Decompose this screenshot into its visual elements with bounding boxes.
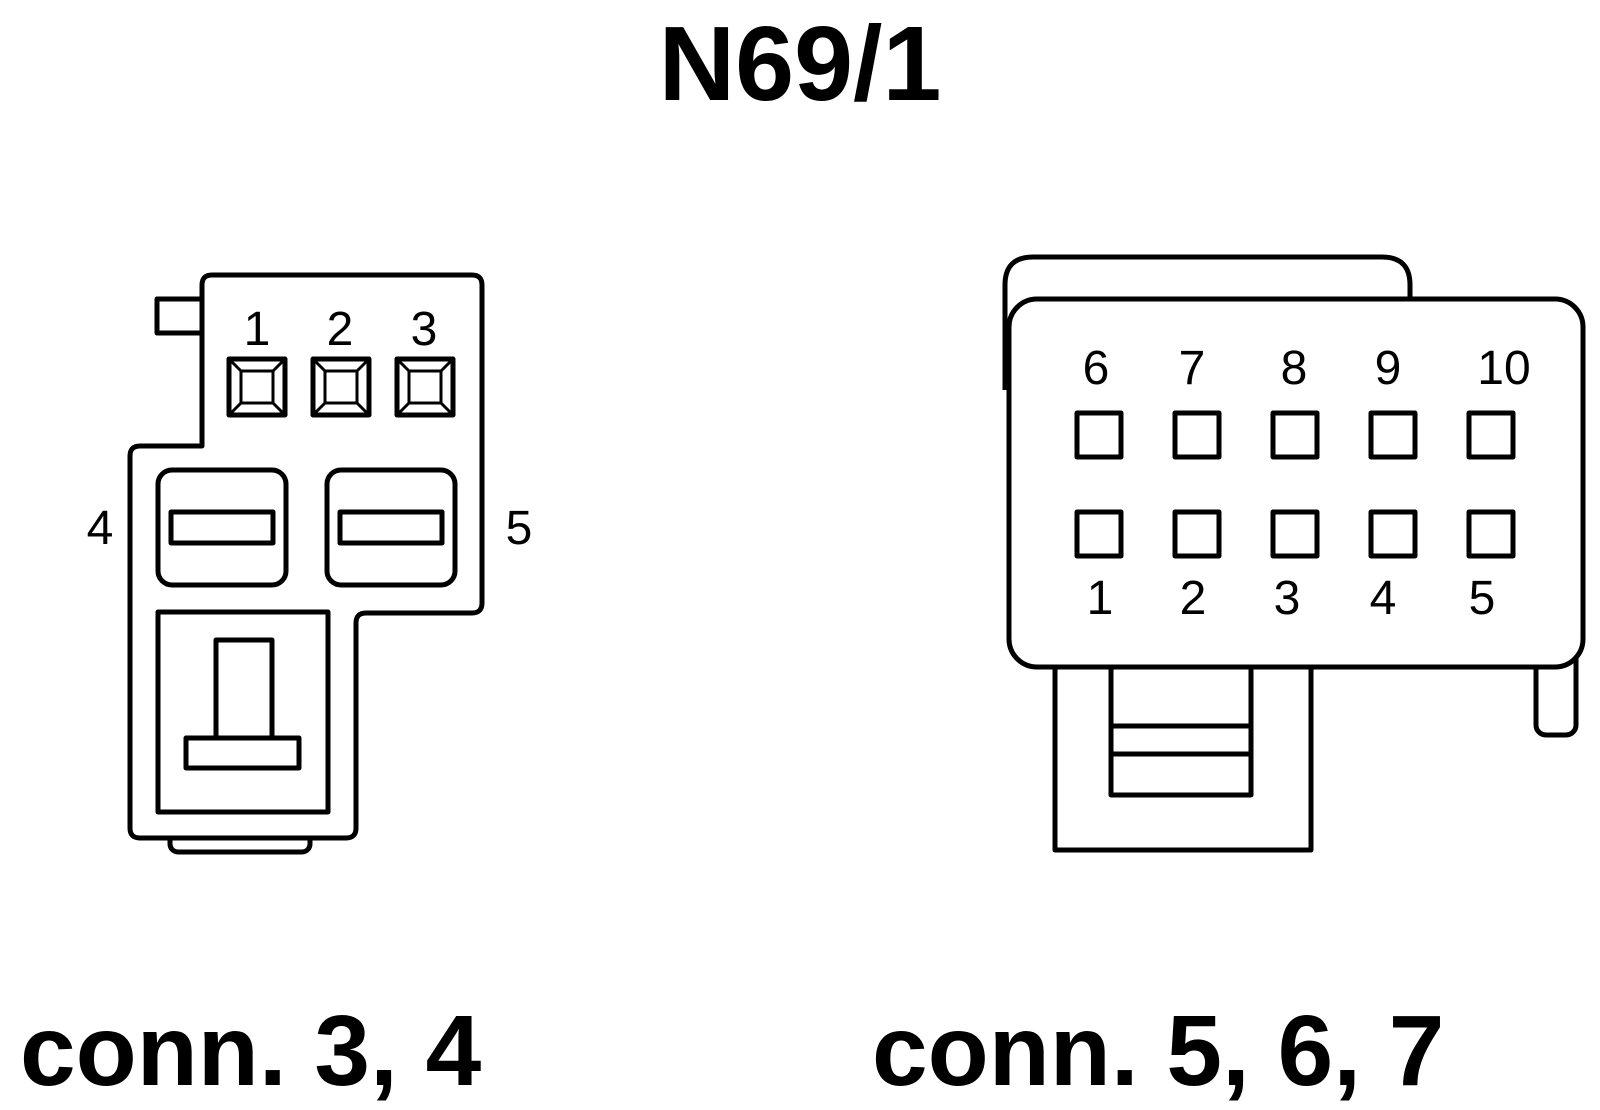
right-pin-4 [1368, 509, 1418, 559]
right-pin-3 [1270, 509, 1320, 559]
right-pin-label-1: 1 [1087, 572, 1114, 625]
left-pin-label-2: 2 [327, 303, 354, 356]
left-pin-1 [226, 356, 288, 418]
right-pin-label-5: 5 [1469, 572, 1496, 625]
right-pin-2 [1172, 509, 1222, 559]
left-lock-pocket [155, 609, 331, 815]
left-connector: 1 2 3 4 5 [87, 272, 533, 855]
right-pin-1 [1074, 509, 1124, 559]
right-connector: 6 7 8 9 10 1 2 3 4 5 [1002, 254, 1586, 853]
left-side-latch [154, 296, 205, 336]
diagram-title: N69/1 [659, 5, 942, 123]
left-pin-label-4: 4 [87, 502, 114, 555]
right-pin-5 [1466, 509, 1516, 559]
right-pin-label-2: 2 [1180, 572, 1207, 625]
right-pin-6 [1074, 410, 1124, 460]
right-pin-label-6: 6 [1083, 342, 1110, 395]
left-pin-label-5: 5 [506, 502, 533, 555]
right-connector-caption: conn. 5, 6, 7 [872, 995, 1444, 1107]
right-pin-8 [1270, 410, 1320, 460]
right-pin-label-8: 8 [1281, 342, 1308, 395]
right-connector-housing [1006, 296, 1586, 670]
right-pin-label-7: 7 [1179, 342, 1206, 395]
left-pin-3 [394, 356, 456, 418]
left-pin-5 [324, 467, 458, 588]
right-pin-label-9: 9 [1375, 342, 1402, 395]
right-pin-9 [1368, 410, 1418, 460]
right-pin-label-4: 4 [1370, 572, 1397, 625]
right-locking-lever [1052, 647, 1314, 853]
left-pin-label-3: 3 [411, 303, 438, 356]
left-connector-caption: conn. 3, 4 [20, 995, 482, 1107]
right-pin-label-3: 3 [1274, 572, 1301, 625]
right-pin-7 [1172, 410, 1222, 460]
right-pin-label-10: 10 [1477, 342, 1530, 395]
left-pin-label-1: 1 [244, 303, 271, 356]
left-pin-2 [310, 356, 372, 418]
left-pin-4 [155, 467, 289, 588]
right-pin-10 [1466, 410, 1516, 460]
